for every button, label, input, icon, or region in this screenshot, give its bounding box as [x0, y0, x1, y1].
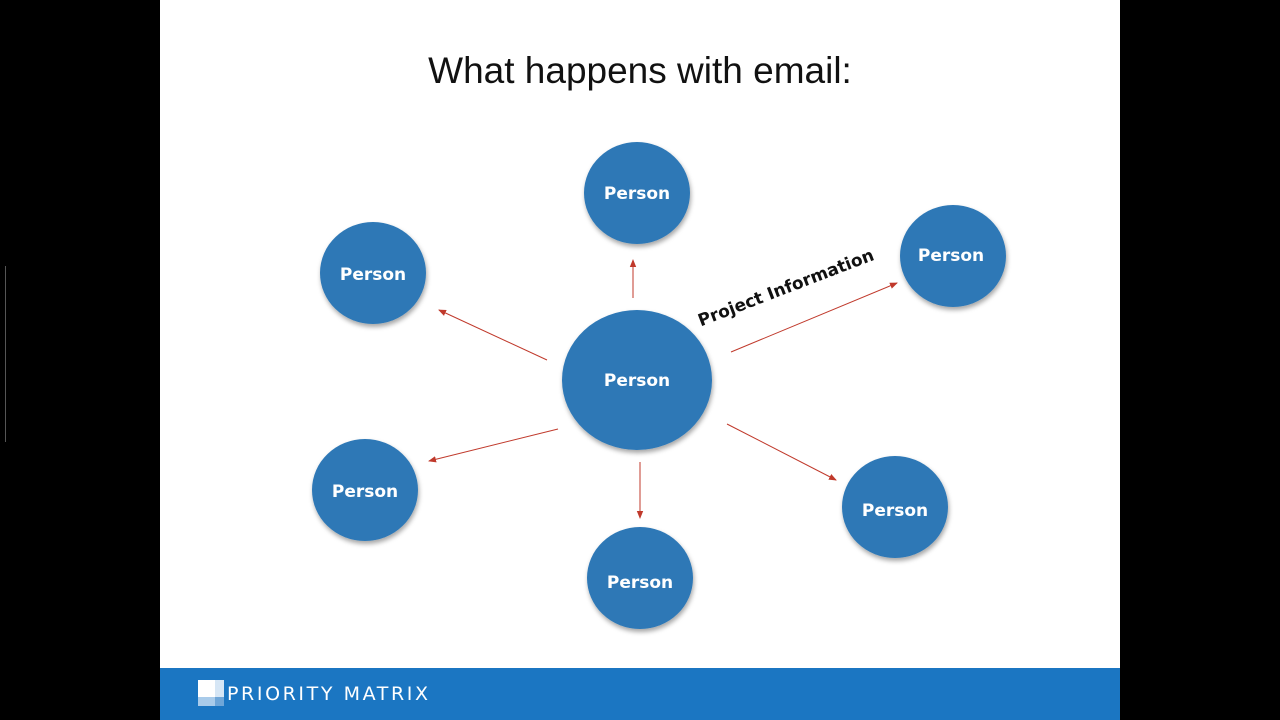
- email-flow-diagram: Project Information Person Person Person…: [312, 142, 1006, 629]
- person-node-top-left: Person: [320, 222, 426, 324]
- person-node-bottom-left-label: Person: [332, 482, 398, 502]
- arrow-to-bottom-left: [428, 428, 559, 463]
- person-node-bottom-left: Person: [312, 439, 418, 541]
- person-node-top-left-label: Person: [340, 265, 406, 285]
- arrow-to-bottom-right: [726, 423, 837, 481]
- footer-brand-name: PRIORITY MATRIX: [227, 683, 431, 705]
- person-node-top-right: Person: [900, 205, 1006, 307]
- person-node-bottom: Person: [587, 527, 693, 629]
- person-node-top-label: Person: [604, 184, 670, 204]
- priority-matrix-logo-icon: [198, 680, 224, 706]
- arrow-to-top-right: [730, 282, 898, 353]
- person-node-bottom-label: Person: [607, 573, 673, 593]
- slide-title: What happens with email:: [428, 50, 852, 91]
- edge-label-project-information: Project Information: [695, 246, 877, 332]
- person-node-top-right-label: Person: [918, 246, 984, 266]
- person-node-top: Person: [584, 142, 690, 244]
- frame-edge-marker: [0, 266, 6, 442]
- slide-footer: PRIORITY MATRIX: [160, 668, 1120, 720]
- presentation-slide: What happens with email: Project Informa…: [160, 0, 1120, 720]
- arrow-to-top-left: [438, 309, 548, 361]
- person-node-bottom-right: Person: [842, 456, 948, 558]
- person-node-center: Person: [562, 310, 712, 450]
- person-node-center-label: Person: [604, 371, 670, 391]
- person-node-bottom-right-label: Person: [862, 501, 928, 521]
